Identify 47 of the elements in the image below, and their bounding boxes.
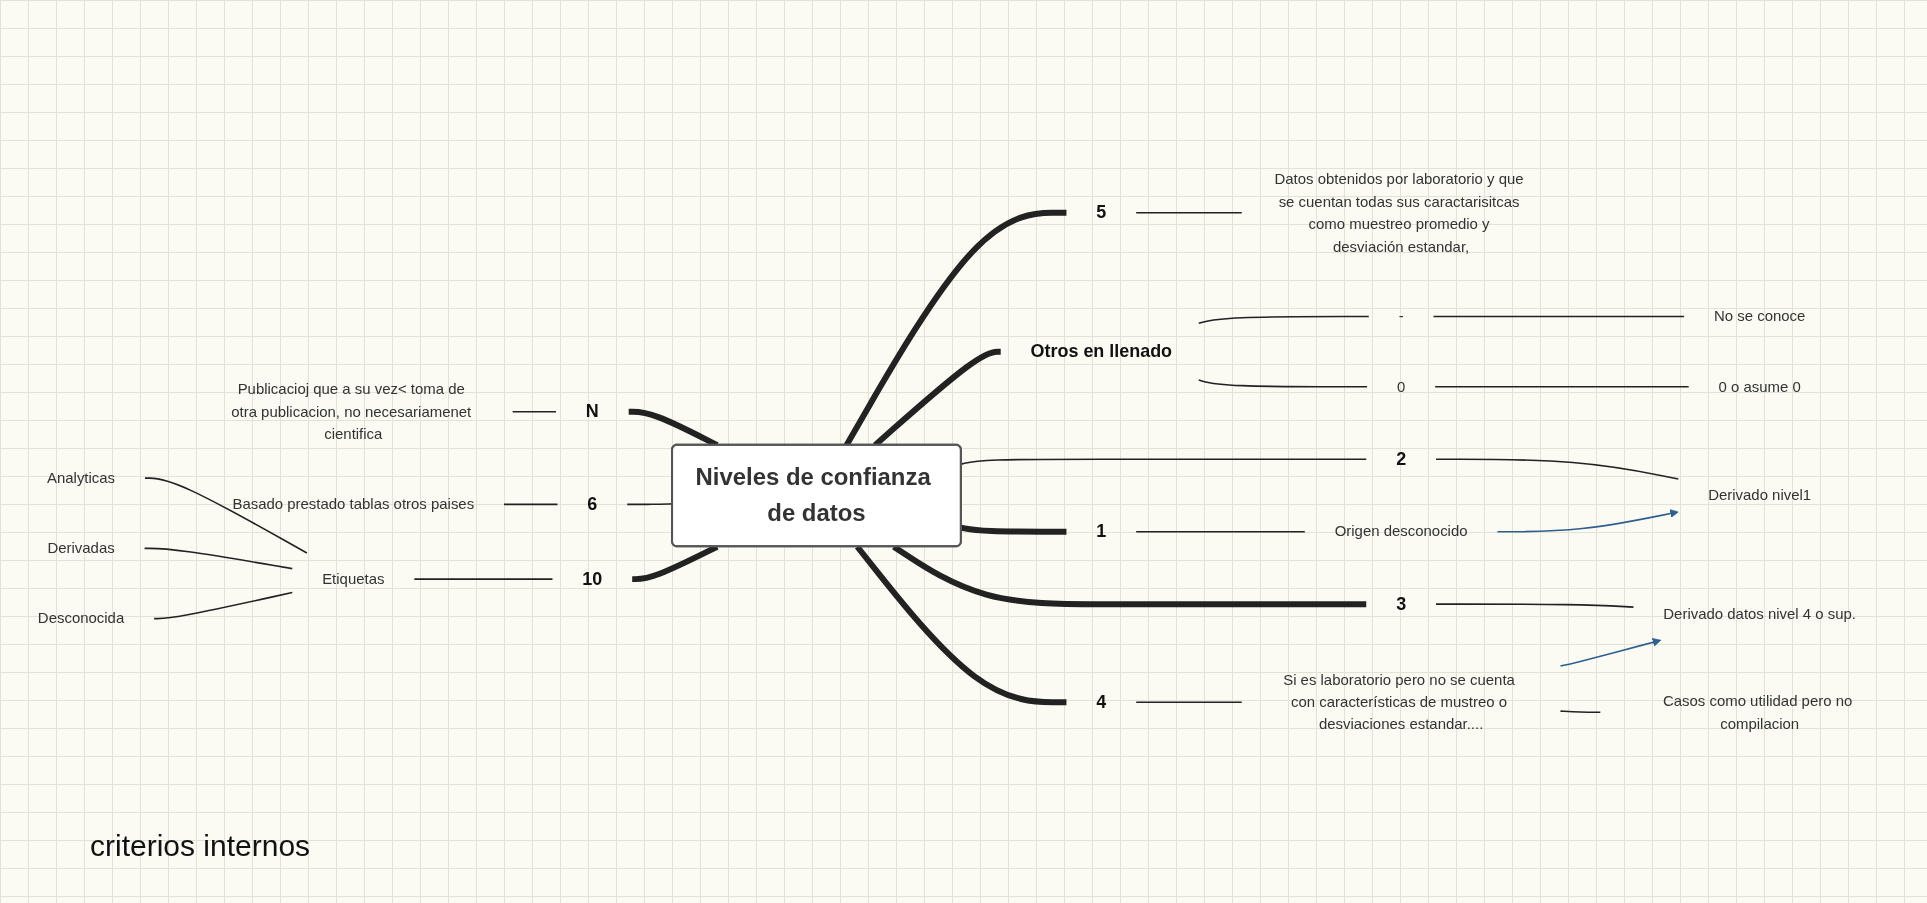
connector [1434, 385, 1690, 388]
connector [153, 591, 294, 619]
connector [1432, 315, 1685, 317]
node-text: No se conoce [1713, 306, 1806, 324]
arrow [1496, 508, 1679, 533]
node-text: 0 o asume 0 [1718, 377, 1801, 395]
connector [1435, 458, 1680, 480]
node-text: 4 [1096, 691, 1107, 712]
connector [960, 458, 1368, 465]
connector [854, 544, 1067, 705]
connector [1135, 530, 1306, 533]
connector [1197, 315, 1370, 324]
node-text: Casos como utilidad pero no compilacion [1662, 691, 1853, 731]
node-text: 5 [1096, 201, 1107, 222]
node-text: Desconocida [37, 608, 125, 626]
connector [1559, 709, 1602, 713]
node-text: Otros en llenado [1030, 340, 1173, 361]
node-text: Derivado datos nivel 4 o sup. [1663, 604, 1856, 622]
node-text: N [585, 400, 599, 421]
node-text: Basado prestado tablas otros paises [232, 494, 475, 512]
node-text: 1 [1096, 520, 1107, 541]
connector [1197, 378, 1368, 388]
node-text: Si es laboratorio pero no se cuenta con características de mustreo o desviaciones estandar.... [1283, 670, 1515, 732]
node-text: - [1398, 306, 1404, 324]
node-text: Origen desconocido [1334, 522, 1468, 540]
node-text: Analyticas [46, 468, 116, 486]
node-text: 2 [1396, 448, 1407, 469]
node-text: 6 [587, 493, 598, 514]
connector [413, 577, 554, 580]
connector [960, 524, 1067, 535]
note-text: criterios internos [90, 829, 311, 863]
node-text: Derivadas [47, 538, 115, 556]
node-text: 3 [1396, 593, 1407, 614]
node-text: Datos obtenidos por laboratorio y que se cuentan todas sus caractarisitcas como muestreo promedio y desviación estandar, [1274, 169, 1524, 254]
connector [1435, 602, 1635, 608]
connector [143, 547, 294, 570]
connector [1135, 211, 1243, 214]
node-text: 0 [1396, 377, 1406, 395]
connector [1135, 701, 1243, 703]
connector [144, 476, 308, 554]
node-text: Derivado nivel1 [1708, 485, 1812, 503]
arrow [1559, 637, 1662, 667]
connector [511, 410, 557, 413]
node-text: Publicacioj que a su vez< toma de otra publicacion, no necesariamenet cientifica [231, 379, 472, 442]
connector [503, 503, 559, 505]
node-text: Etiquetas [322, 569, 385, 587]
node-text: 10 [582, 568, 603, 589]
